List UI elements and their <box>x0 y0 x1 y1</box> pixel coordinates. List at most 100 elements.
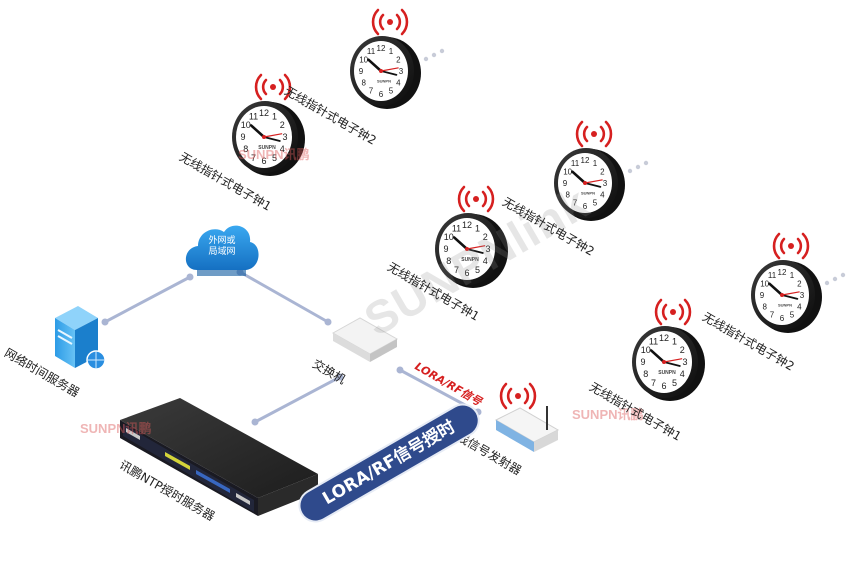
clock-numeral: 4 <box>280 144 285 154</box>
watermark-small: SUNPN讯鹏 <box>80 421 152 436</box>
switch-icon <box>331 317 399 362</box>
clock-numeral: 2 <box>396 55 401 64</box>
clock-numeral: 3 <box>682 357 687 367</box>
connector-cloud-switch <box>238 270 330 324</box>
clock-numeral: 5 <box>475 265 480 275</box>
clock-numeral: 12 <box>462 220 472 230</box>
wireless-signal-icon <box>457 185 495 213</box>
transmitter-signal-icon <box>499 382 537 410</box>
clock-numeral: 8 <box>762 302 767 311</box>
watermark-small: SUNPN讯鹏 <box>238 147 310 162</box>
clock-numeral: 9 <box>443 244 448 254</box>
clock-numeral: 12 <box>259 108 269 118</box>
network-time-server-icon <box>55 306 106 370</box>
clock-numeral: 7 <box>651 378 656 388</box>
clock-numeral: 2 <box>280 120 285 130</box>
clock-numeral: 5 <box>790 311 795 320</box>
clock-brand: SUNPN <box>581 191 595 196</box>
clock-numeral: 11 <box>452 223 461 233</box>
connector-ntp-switch <box>253 375 342 424</box>
clock-numeral: 6 <box>780 314 785 323</box>
clock-numeral: 7 <box>770 311 775 320</box>
clock-numeral: 1 <box>672 336 677 346</box>
clock-numeral: 6 <box>583 202 588 211</box>
clock-brand: SUNPN <box>377 79 391 84</box>
clock-numeral: 4 <box>680 369 685 379</box>
clock-numeral: 1 <box>593 159 598 168</box>
clock-numeral: 8 <box>643 369 648 379</box>
clock-numeral: 7 <box>251 153 256 163</box>
clock-numeral: 4 <box>600 190 605 199</box>
clock-numeral: 5 <box>593 199 598 208</box>
clock-numeral: 9 <box>359 67 364 76</box>
connector-dots <box>101 268 482 426</box>
clock-brand: SUNPN <box>258 145 276 151</box>
clock-numeral: 8 <box>361 78 366 87</box>
clock-numeral: 1 <box>790 271 795 280</box>
clock-numeral: 12 <box>659 333 669 343</box>
clock-numeral: 1 <box>272 111 277 121</box>
wireless-signal-icon <box>371 8 409 36</box>
clock-numeral: 11 <box>367 47 376 56</box>
wireless-signal-icon <box>772 232 810 260</box>
clock-numeral: 2 <box>797 279 802 288</box>
clock-numeral: 6 <box>261 156 266 166</box>
clock-numeral: 3 <box>485 244 490 254</box>
clock-numeral: 7 <box>573 199 578 208</box>
clock-numeral: 10 <box>563 167 572 176</box>
wireless-transmitter-icon <box>494 406 560 452</box>
clock-numeral: 1 <box>475 223 480 233</box>
clock-numeral: 8 <box>243 144 248 154</box>
clock-numeral: 12 <box>778 268 787 277</box>
watermark-small: SUNPN讯鹏 <box>572 407 644 422</box>
clock-numeral: 4 <box>797 302 802 311</box>
clock-numeral: 11 <box>571 159 580 168</box>
clock-numeral: 10 <box>359 55 368 64</box>
continuation-dots <box>627 160 649 174</box>
clock-numeral: 3 <box>603 179 608 188</box>
clock-numeral: 11 <box>768 271 777 280</box>
clock-numeral: 5 <box>672 378 677 388</box>
clock-numeral: 2 <box>600 167 605 176</box>
wireless-signal-icon <box>254 73 292 101</box>
connector-server-cloud <box>103 275 192 324</box>
clock-brand: SUNPN <box>778 303 792 308</box>
clock-numeral: 9 <box>563 179 568 188</box>
clock-numeral: 10 <box>444 232 454 242</box>
clock-numeral: 10 <box>641 345 651 355</box>
clock-numeral: 8 <box>565 190 570 199</box>
clock-numeral: 11 <box>249 111 258 121</box>
clock-numeral: 10 <box>760 279 769 288</box>
clock-numeral: 5 <box>389 87 394 96</box>
clock-brand: SUNPN <box>658 370 676 376</box>
clock-numeral: 7 <box>454 265 459 275</box>
clock-numeral: 11 <box>649 336 658 346</box>
cloud-label: 外网或局域网 <box>208 236 236 257</box>
wireless-signal-icon <box>575 120 613 148</box>
clock-numeral: 12 <box>377 44 386 53</box>
clock-numeral: 10 <box>241 120 251 130</box>
clock-numeral: 8 <box>446 256 451 266</box>
clock-numeral: 1 <box>389 47 394 56</box>
ntp-server-icon <box>120 398 318 516</box>
clock-numeral: 6 <box>379 90 384 99</box>
clock-numeral: 7 <box>369 87 374 96</box>
clock-numeral: 12 <box>581 156 590 165</box>
clock-numeral: 9 <box>760 291 765 300</box>
clock-numeral: 3 <box>399 67 404 76</box>
continuation-dots <box>423 48 445 62</box>
clock-numeral: 5 <box>272 153 277 163</box>
clock-numeral: 9 <box>240 132 245 142</box>
clock-numeral: 9 <box>640 357 645 367</box>
clock-numeral: 2 <box>680 345 685 355</box>
wireless-signal-icon <box>654 298 692 326</box>
continuation-dots <box>824 272 846 286</box>
cloud-icon <box>185 225 259 276</box>
